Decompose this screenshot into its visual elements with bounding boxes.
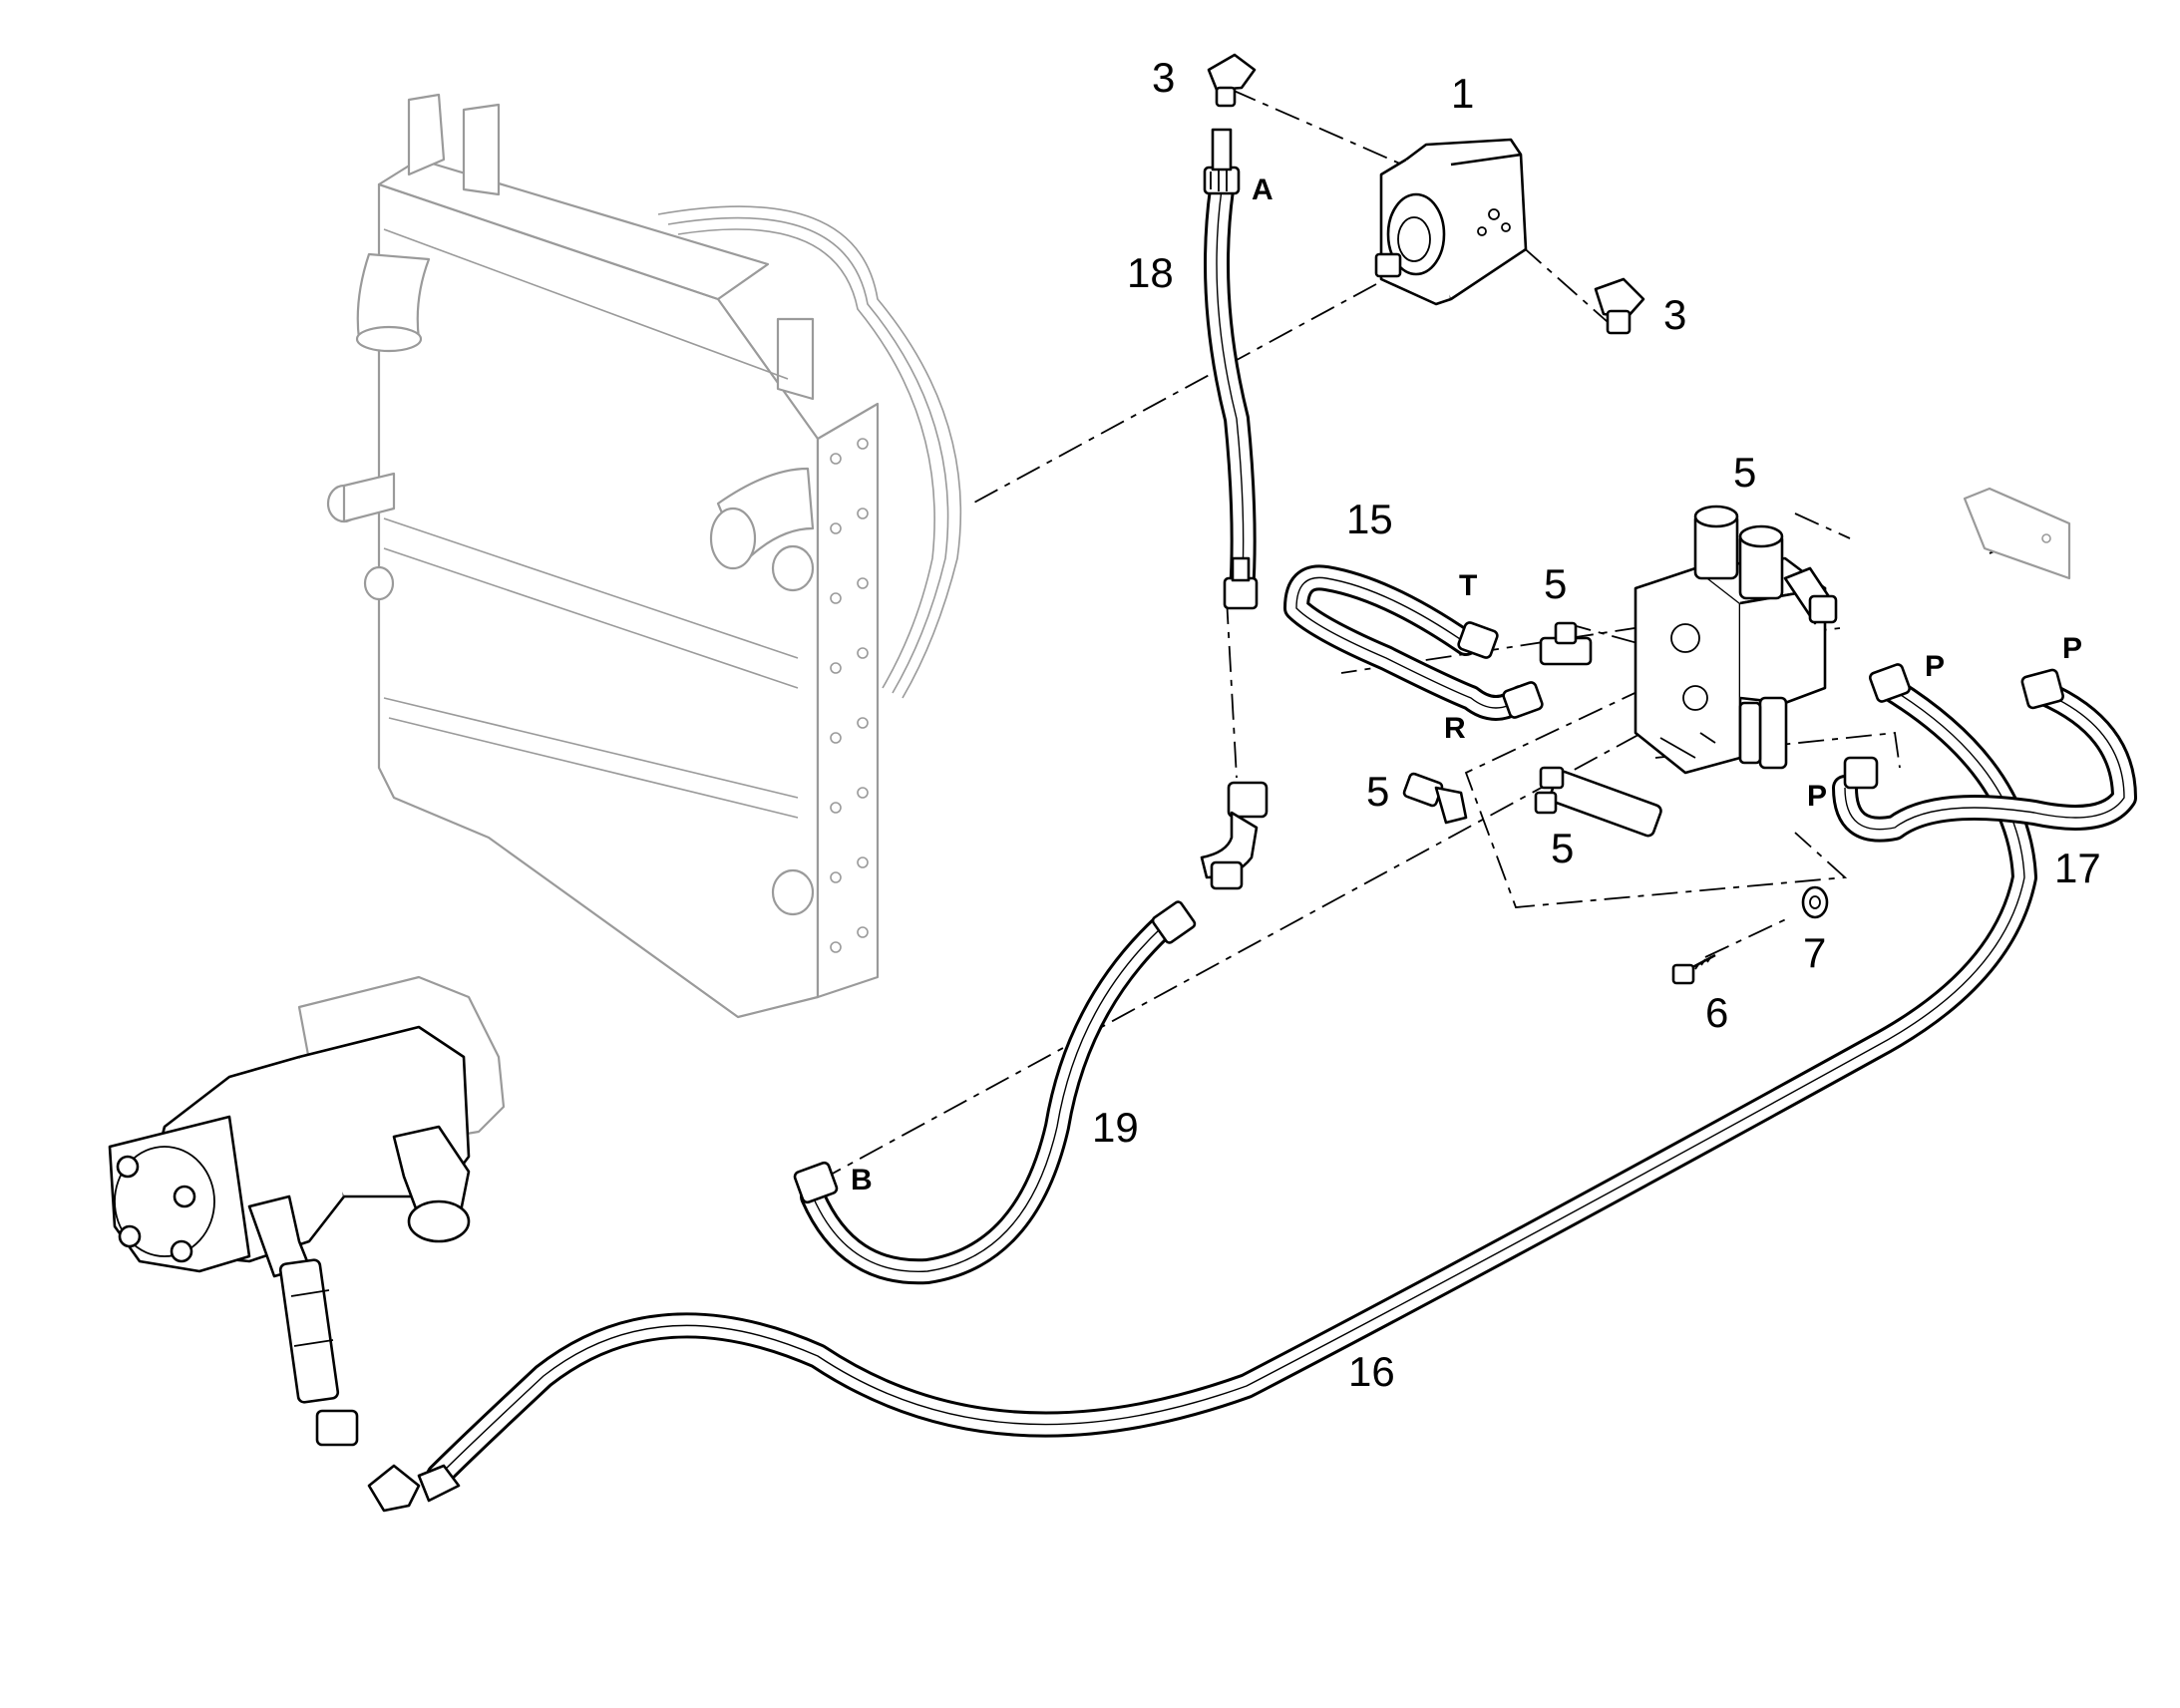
callout-5-valve: 5 xyxy=(1733,449,1756,496)
callout-16: 16 xyxy=(1348,1348,1395,1395)
hose-17 xyxy=(1832,680,2137,843)
elbow-fitting xyxy=(1402,772,1468,825)
hydraulic-motor xyxy=(1374,138,1528,306)
callout-15: 15 xyxy=(1346,496,1393,542)
callout-7: 7 xyxy=(1803,929,1826,976)
port-label-r: R xyxy=(1444,712,1466,745)
tee-fitting xyxy=(1539,621,1593,666)
hydraulic-pump xyxy=(108,975,506,1447)
callout-18: 18 xyxy=(1127,249,1174,296)
hose-15 xyxy=(1283,564,1534,721)
hose-19 xyxy=(800,914,1175,1285)
washer xyxy=(1801,885,1829,919)
callout-5-tee: 5 xyxy=(1544,560,1567,607)
radiator-assembly xyxy=(326,93,962,1019)
port-labels: A B T R P P P xyxy=(851,173,2082,1196)
port-label-p-lower: P xyxy=(1807,780,1827,813)
callout-5-check: 5 xyxy=(1551,825,1574,871)
bolt xyxy=(1671,953,1716,985)
hose-16 xyxy=(426,675,2037,1489)
port-label-p-hose17: P xyxy=(2062,632,2082,665)
callout-6: 6 xyxy=(1705,989,1728,1036)
flange-fitting-right xyxy=(1594,277,1645,335)
valve-block xyxy=(1634,505,1838,775)
callout-3-right: 3 xyxy=(1663,291,1686,338)
callout-5-elbow: 5 xyxy=(1366,768,1389,815)
callout-17: 17 xyxy=(2054,845,2101,891)
flange-fitting-top xyxy=(1207,53,1257,108)
callout-19: 19 xyxy=(1092,1104,1139,1151)
port-label-p-hose16: P xyxy=(1925,650,1945,683)
callout-3-top: 3 xyxy=(1152,54,1175,101)
port-label-b: B xyxy=(851,1164,873,1196)
hose-18 xyxy=(1204,176,1257,606)
leader-lines xyxy=(817,89,2055,1183)
callout-1: 1 xyxy=(1451,70,1474,117)
port-label-t: T xyxy=(1459,569,1477,602)
bracket-plate xyxy=(1963,487,2071,580)
port-label-a: A xyxy=(1252,173,1273,206)
callout-labels: 1 3 3 5 5 5 5 6 7 15 16 17 18 19 xyxy=(1092,54,2101,1395)
check-valve-fitting xyxy=(1534,766,1662,838)
hose-fittings xyxy=(367,128,2064,1513)
